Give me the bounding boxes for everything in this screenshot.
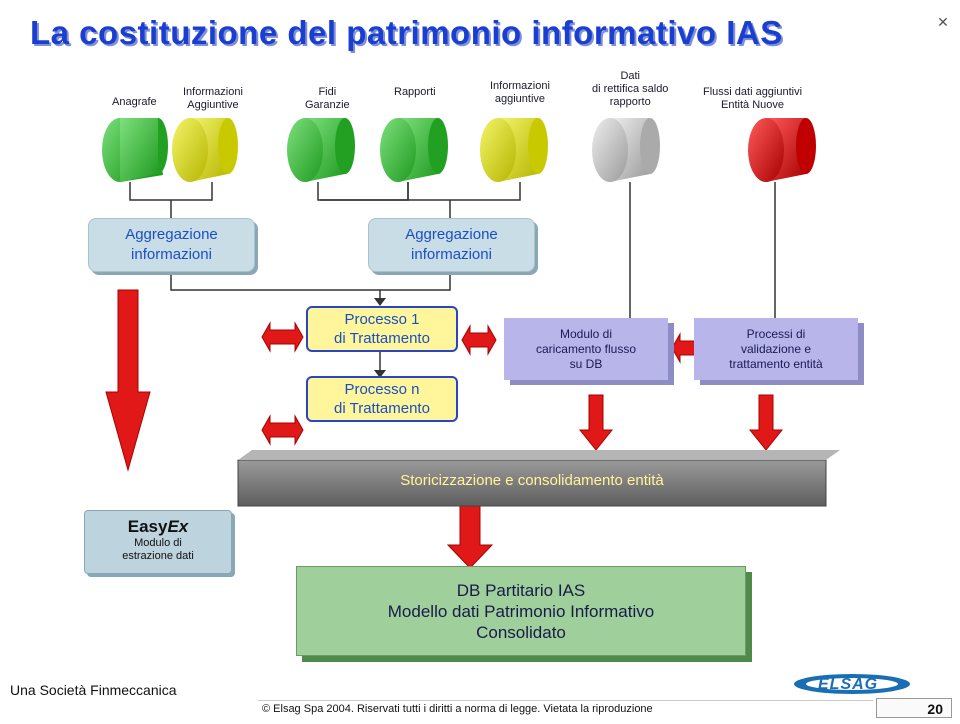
footer-company: Una Società Finmeccanica <box>10 682 177 698</box>
arrowhead-to-process <box>374 298 386 306</box>
source-label-info-aggiuntive: Informazioni Aggiuntive <box>183 86 243 111</box>
aggregation-box-left: Aggregazione informazioni <box>88 218 255 272</box>
validation-box: Processi di validazione e trattamento en… <box>694 318 858 380</box>
source-cylinder-flussi-dati <box>748 118 816 182</box>
footer-copyright-bar <box>258 700 873 719</box>
db-line3: Consolidato <box>476 622 566 642</box>
process-1-label: Processo 1 di Trattamento <box>334 311 430 347</box>
process-n-box: Processo n di Trattamento <box>306 376 458 422</box>
page-number: 20 <box>876 698 952 718</box>
red-arrow-down-validation <box>748 394 784 451</box>
historicization-bar <box>237 459 827 507</box>
red-arrow-easyex <box>105 289 151 472</box>
easyex-brand: EasyEx <box>85 517 231 537</box>
close-icon[interactable]: ✕ <box>937 14 949 30</box>
source-cylinder-rapporti <box>380 118 448 182</box>
source-cylinder-info-aggiuntive-2 <box>480 118 548 182</box>
arrowhead-to-process-n <box>374 370 386 378</box>
db-line2: Modello dati Patrimonio Informativo <box>387 601 655 621</box>
footer-copyright: © Elsag Spa 2004. Riservati tutti i diri… <box>262 703 653 715</box>
easyex-box: EasyEx Modulo di estrazione dati <box>84 510 232 574</box>
footer-logo-text: ELSAG <box>818 676 879 693</box>
source-label-info-aggiuntive-2: Informazioni aggiuntive <box>490 80 550 105</box>
aggregation-right-label: Aggregazione informazioni <box>405 226 498 263</box>
historicization-bar-top <box>238 450 840 460</box>
loading-module-label: Modulo di caricamento flusso su DB <box>535 326 637 371</box>
red-arrow-process-loading <box>461 324 497 356</box>
process-1-box: Processo 1 di Trattamento <box>306 306 458 352</box>
historicization-label: Storicizzazione e consolidamento entità <box>400 472 664 489</box>
aggregation-box-right: Aggregazione informazioni <box>368 218 535 272</box>
source-cylinder-anagrafe <box>102 118 168 182</box>
source-cylinder-dati-rettifica <box>592 118 660 182</box>
easyex-subtitle: Modulo di estrazione dati <box>122 537 194 562</box>
source-label-fidi-garanzie: Fidi Garanzie <box>305 86 350 111</box>
source-cylinder-info-aggiuntive <box>172 118 238 182</box>
process-n-label: Processo n di Trattamento <box>334 381 430 417</box>
red-arrow-to-process <box>261 321 304 353</box>
source-cylinder-fidi-garanzie <box>287 118 355 182</box>
db-line1: DB Partitario IAS <box>456 580 586 600</box>
source-label-flussi-dati: Flussi dati aggiuntivi Entità Nuove <box>703 86 803 111</box>
source-label-rapporti: Rapporti <box>394 86 436 98</box>
source-label-anagrafe: Anagrafe <box>112 96 157 108</box>
db-box: DB Partitario IAS Modello dati Patrimoni… <box>296 566 746 656</box>
red-arrow-down-db <box>446 501 494 569</box>
page-title: La costituzione del patrimonio informati… <box>30 14 783 51</box>
validation-label: Processi di validazione e trattamento en… <box>729 326 823 371</box>
red-arrow-down-loading <box>578 394 614 451</box>
source-label-dati-rettifica: Dati di rettifica saldo rapporto <box>592 70 669 108</box>
easyex-brand-ex: Ex <box>167 517 189 536</box>
aggregation-left-label: Aggregazione informazioni <box>125 226 218 263</box>
connector-lines <box>129 182 776 372</box>
red-arrow-process-n-left <box>261 414 304 446</box>
easyex-brand-easy: Easy <box>127 517 168 536</box>
elsag-logo <box>794 674 910 694</box>
loading-module-box: Modulo di caricamento flusso su DB <box>504 318 668 380</box>
